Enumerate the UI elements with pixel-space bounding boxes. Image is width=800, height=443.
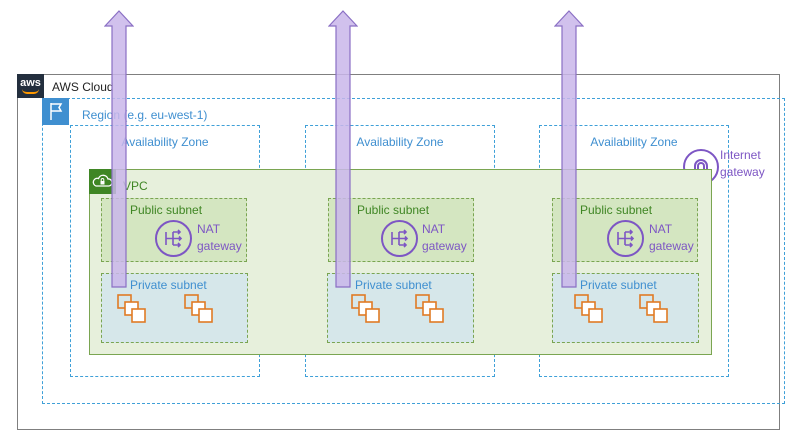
internet-gateway-label: Internet gateway bbox=[720, 147, 765, 181]
instances-icon bbox=[574, 294, 603, 323]
nat-label-line2: gateway bbox=[197, 239, 242, 253]
availability-zone-label: Availability Zone bbox=[356, 135, 444, 149]
private-subnet-label: Private subnet bbox=[130, 278, 207, 292]
private-subnet-label: Private subnet bbox=[355, 278, 432, 292]
instances-icon bbox=[639, 294, 668, 323]
instances-icon bbox=[117, 294, 146, 323]
public-subnet-label: Public subnet bbox=[357, 203, 430, 217]
availability-zone-label: Availability Zone bbox=[121, 135, 209, 149]
nat-gateway-icon bbox=[607, 220, 644, 257]
outbound-traffic-arrow bbox=[104, 10, 134, 288]
nat-label-line1: NAT bbox=[649, 222, 673, 236]
nat-gateway-label: NAT gateway bbox=[422, 221, 467, 255]
aws-logo-text: aws bbox=[20, 77, 41, 89]
aws-cloud-container bbox=[17, 74, 780, 430]
internet-gateway-label-line1: Internet bbox=[720, 148, 761, 162]
region-label: Region (e.g. eu-west-1) bbox=[82, 108, 208, 122]
nat-gateway-icon bbox=[155, 220, 192, 257]
outbound-traffic-arrow bbox=[554, 10, 584, 288]
instances-icon bbox=[351, 294, 380, 323]
vpc-label: VPC bbox=[123, 179, 148, 193]
availability-zone-label: Availability Zone bbox=[590, 135, 678, 149]
flag-icon bbox=[42, 98, 69, 125]
nat-label-line1: NAT bbox=[422, 222, 446, 236]
internet-gateway-label-line2: gateway bbox=[720, 165, 765, 179]
aws-logo-icon: aws bbox=[17, 74, 44, 98]
outbound-traffic-arrow bbox=[328, 10, 358, 288]
nat-gateway-label: NAT gateway bbox=[649, 221, 694, 255]
public-subnet-label: Public subnet bbox=[580, 203, 653, 217]
aws-cloud-label: AWS Cloud bbox=[52, 80, 114, 94]
private-subnet-label: Private subnet bbox=[580, 278, 657, 292]
nat-label-line2: gateway bbox=[422, 239, 467, 253]
public-subnet-label: Public subnet bbox=[130, 203, 203, 217]
instances-icon bbox=[184, 294, 213, 323]
region-container bbox=[42, 98, 785, 404]
nat-label-line1: NAT bbox=[197, 222, 221, 236]
nat-gateway-icon bbox=[381, 220, 418, 257]
nat-label-line2: gateway bbox=[649, 239, 694, 253]
nat-gateway-label: NAT gateway bbox=[197, 221, 242, 255]
instances-icon bbox=[415, 294, 444, 323]
